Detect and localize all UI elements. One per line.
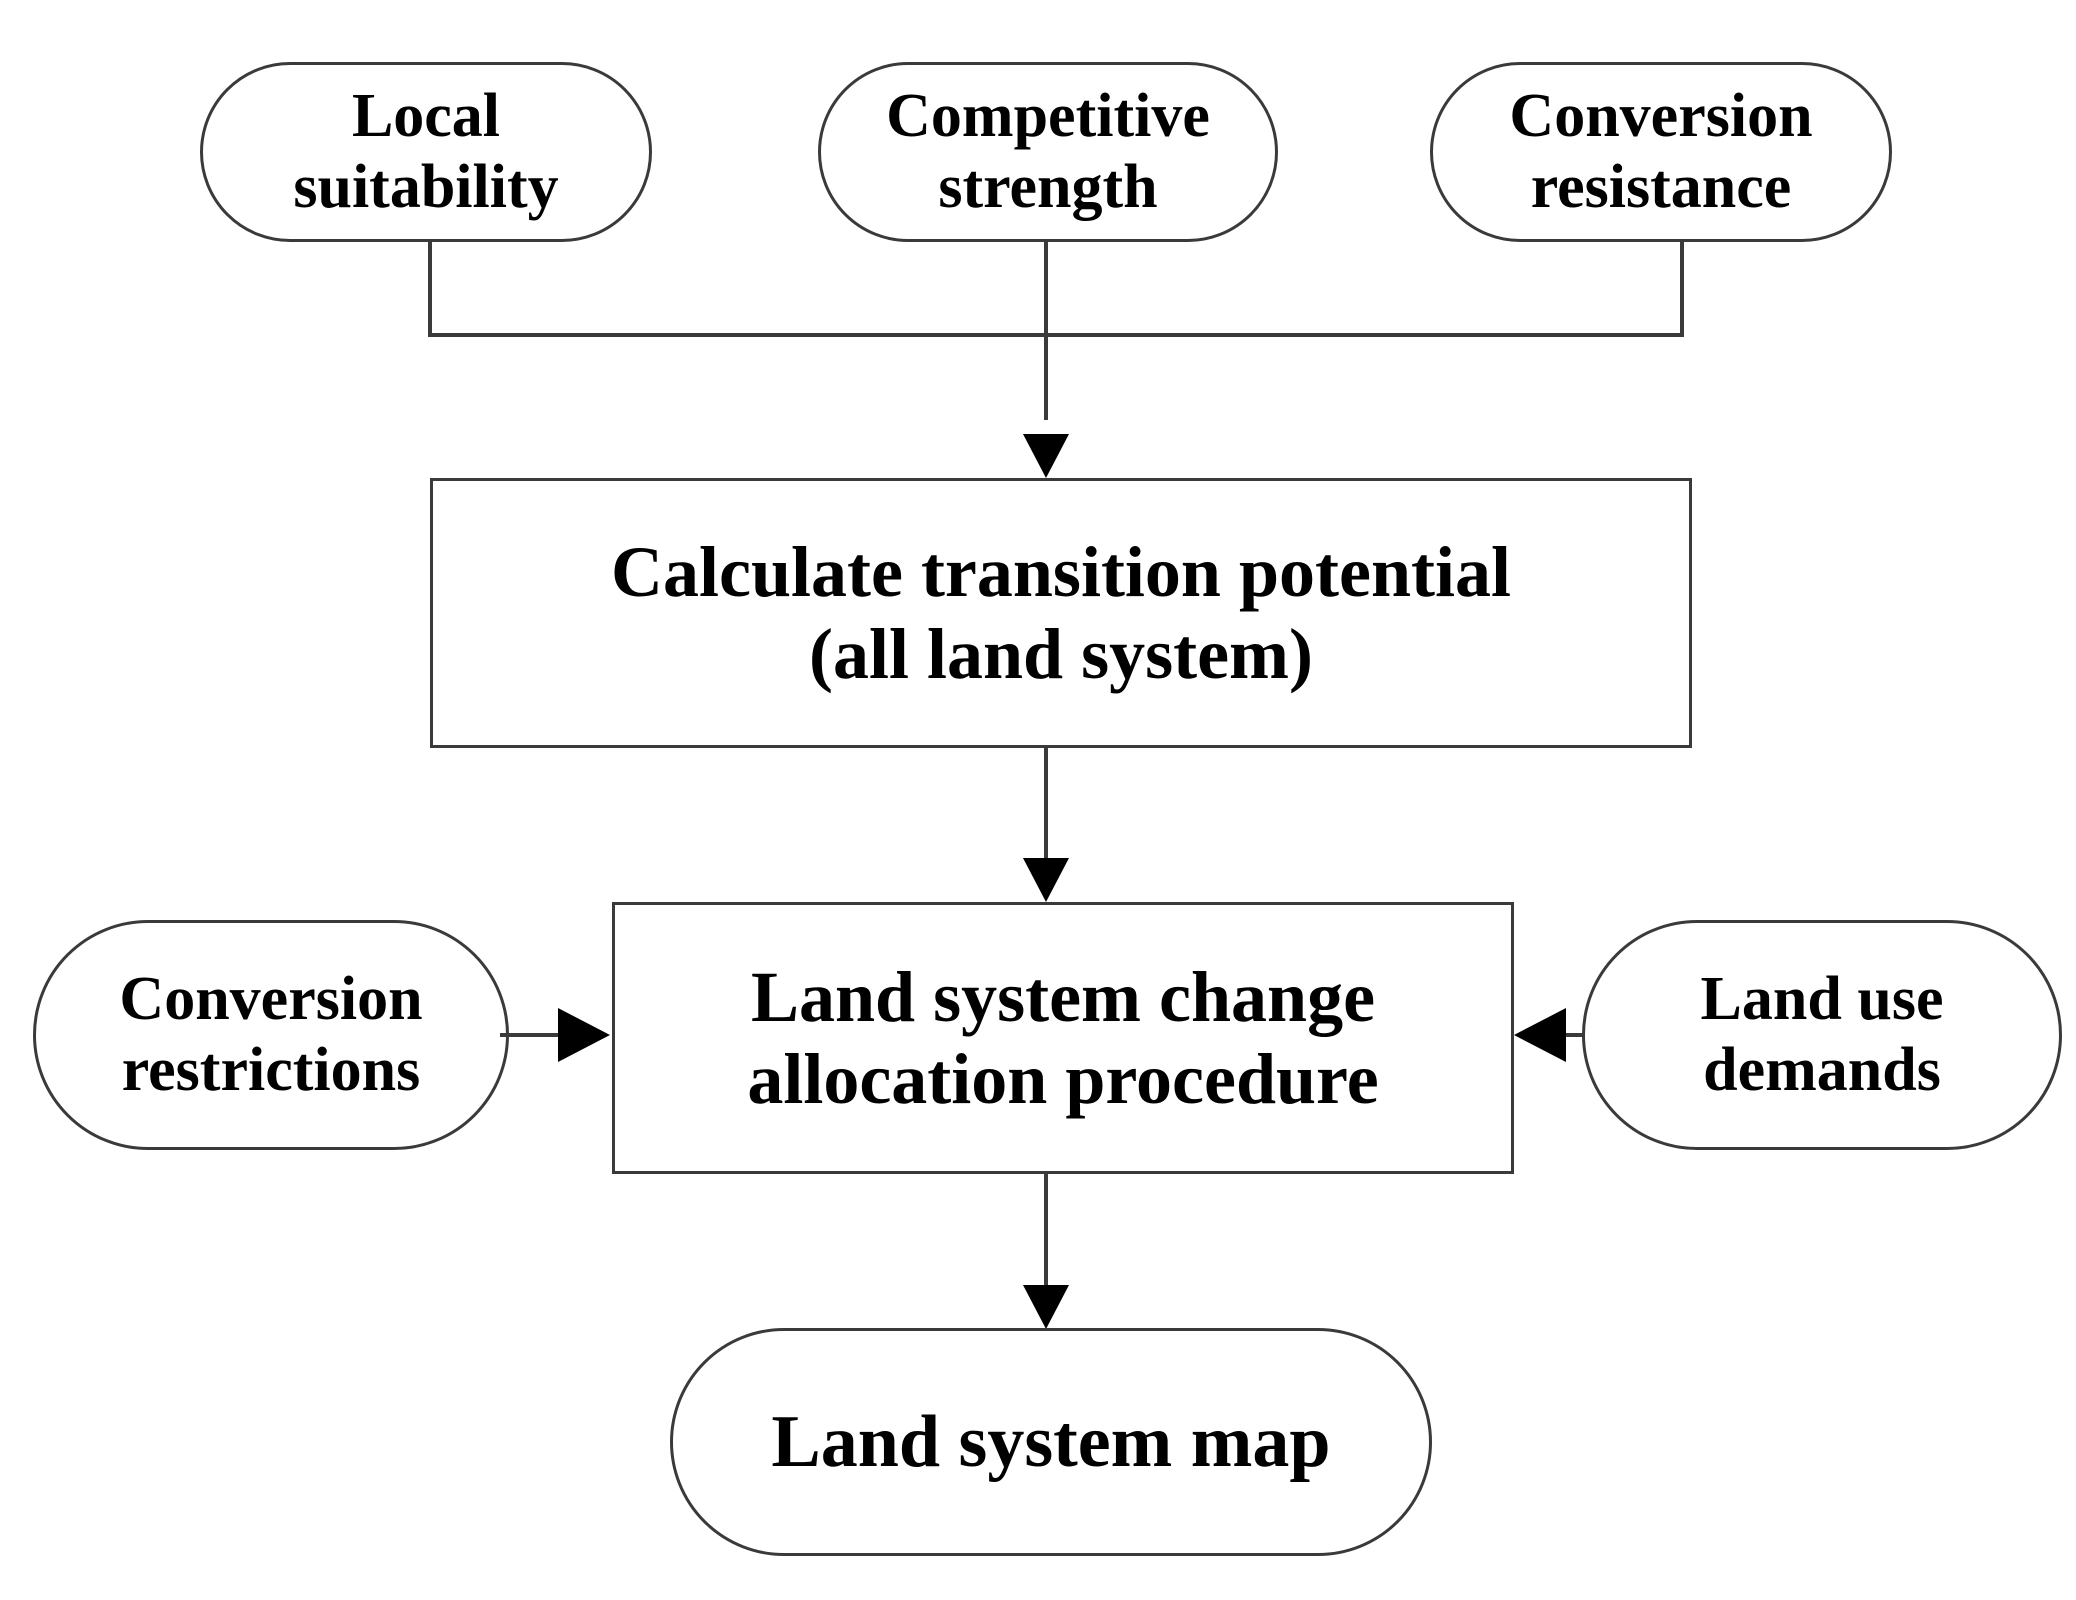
arrowhead-down-to-allocation-procedure (1023, 858, 1069, 902)
connector-competitive-strength-stem (1044, 240, 1048, 420)
node-conversion-resistance[interactable]: Conversion resistance (1430, 62, 1892, 242)
node-competitive-strength[interactable]: Competitive strength (818, 62, 1278, 242)
node-land-system-map[interactable]: Land system map (670, 1328, 1432, 1556)
connector-conversion-resistance-stem (1680, 240, 1684, 337)
node-calculate-transition-potential[interactable]: Calculate transition potential (all land… (430, 478, 1692, 748)
node-allocation-procedure[interactable]: Land system change allocation procedure (612, 902, 1514, 1174)
arrowhead-down-to-calculate-transition (1023, 434, 1069, 478)
node-calculate-transition-potential-label: Calculate transition potential (all land… (611, 531, 1511, 694)
node-land-use-demands[interactable]: Land use demands (1582, 920, 2062, 1150)
arrowhead-down-to-land-system-map (1023, 1285, 1069, 1329)
node-local-suitability[interactable]: Local suitability (200, 62, 652, 242)
connector-calculate-to-allocation (1044, 748, 1048, 864)
connector-local-suitability-stem (428, 240, 432, 337)
node-competitive-strength-label: Competitive strength (886, 82, 1210, 221)
node-land-use-demands-label: Land use demands (1700, 965, 1944, 1104)
node-conversion-resistance-label: Conversion resistance (1509, 82, 1813, 221)
node-local-suitability-label: Local suitability (293, 82, 559, 221)
arrowhead-left-to-allocation-procedure (1514, 1008, 1566, 1062)
node-conversion-restrictions[interactable]: Conversion restrictions (33, 920, 509, 1150)
connector-top-bus (428, 333, 1684, 337)
connector-restrictions-to-allocation (500, 1033, 562, 1037)
connector-allocation-to-land-system-map (1044, 1174, 1048, 1292)
node-allocation-procedure-label: Land system change allocation procedure (747, 956, 1379, 1119)
node-land-system-map-label: Land system map (771, 1400, 1331, 1483)
node-conversion-restrictions-label: Conversion restrictions (119, 965, 423, 1104)
arrowhead-right-to-allocation-procedure (558, 1008, 610, 1062)
